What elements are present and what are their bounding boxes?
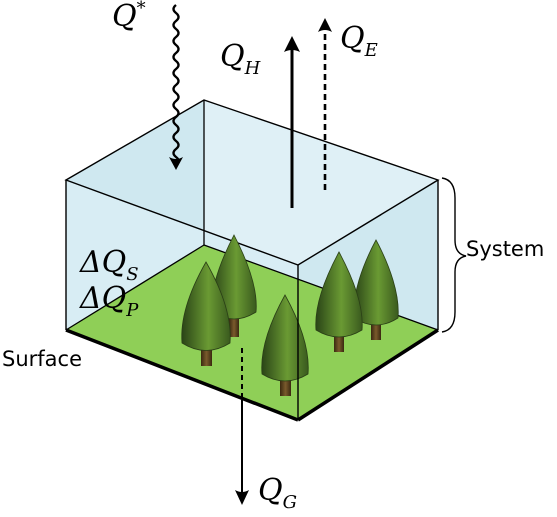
surface-edge-left	[65, 328, 299, 422]
tree-icon	[261, 294, 309, 396]
delta-qs-label: ΔQS	[79, 245, 139, 285]
tree-icon	[353, 239, 399, 340]
latent-heat-arrowhead	[318, 18, 332, 32]
tree-icon	[181, 261, 231, 366]
q-e-label: QE	[340, 21, 378, 61]
system-label: System	[466, 237, 544, 261]
surface-label: Surface	[2, 347, 82, 371]
tree-icon	[315, 251, 363, 352]
q-h-label: QH	[220, 39, 261, 79]
radiation-wave-arrow	[172, 4, 180, 165]
delta-qp-label: ΔQP	[79, 281, 139, 321]
system-brace	[441, 177, 467, 333]
box-edge-back-bottom-left	[65, 244, 205, 331]
q-g-label: QG	[258, 473, 297, 513]
ground-surface	[66, 245, 438, 420]
radiation-arrowhead	[169, 157, 183, 170]
surface-edge-right	[297, 328, 439, 422]
q-star-label: Q*	[112, 0, 146, 34]
sensible-heat-arrowhead	[284, 36, 300, 52]
ground-heat-arrowhead	[235, 490, 249, 505]
